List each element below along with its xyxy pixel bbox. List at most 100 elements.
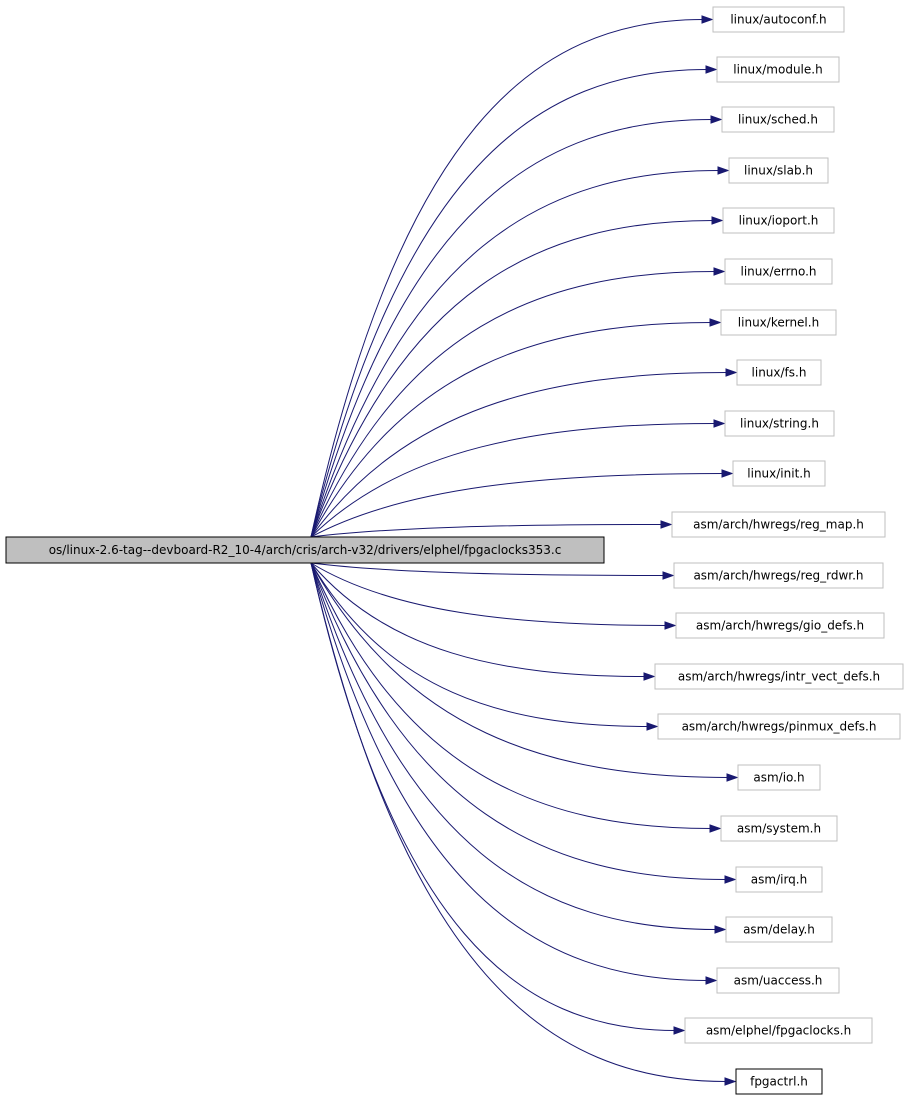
include-edge — [310, 562, 727, 1082]
include-edge — [310, 170, 720, 538]
include-edge — [310, 562, 708, 981]
include-node[interactable]: asm/delay.h — [725, 916, 833, 943]
include-edge-group — [310, 216, 724, 538]
include-node[interactable]: asm/arch/hwregs/gio_defs.h — [675, 612, 885, 639]
include-edge-arrowhead — [660, 520, 673, 529]
include-edge-arrowhead — [705, 65, 718, 74]
include-edge-group — [310, 368, 738, 538]
root-file-node[interactable]: os/linux-2.6-tag--devboard-R2_10-4/arch/… — [5, 536, 605, 564]
include-node[interactable]: asm/irq.h — [735, 866, 823, 893]
include-edge-arrowhead — [646, 722, 659, 731]
include-node-box — [720, 309, 837, 336]
include-node[interactable]: linux/autoconf.h — [712, 6, 845, 33]
include-node[interactable]: asm/system.h — [720, 815, 838, 842]
include-edge-arrowhead — [713, 419, 726, 428]
include-edge-group — [310, 562, 659, 731]
include-edge-arrowhead — [701, 15, 714, 24]
include-edge-arrowhead — [725, 368, 738, 377]
root-file-label: os/linux-2.6-tag--devboard-R2_10-4/arch/… — [49, 543, 562, 557]
include-edge-arrowhead — [724, 875, 737, 884]
include-edge-group — [310, 562, 722, 833]
include-node-label: linux/slab.h — [744, 164, 813, 178]
include-node[interactable]: asm/arch/hwregs/pinmux_defs.h — [657, 713, 901, 740]
include-node-box — [735, 866, 823, 893]
include-node-label: linux/ioport.h — [739, 214, 819, 228]
include-edge — [310, 562, 649, 727]
include-node[interactable]: asm/io.h — [737, 764, 821, 791]
include-edge — [310, 562, 717, 930]
include-node[interactable]: asm/uaccess.h — [716, 967, 840, 994]
nodes-layer: os/linux-2.6-tag--devboard-R2_10-4/arch/… — [5, 6, 904, 1095]
include-edge — [310, 119, 713, 538]
include-edge-group — [310, 562, 737, 1086]
include-node-box — [720, 815, 838, 842]
include-node-box — [654, 663, 904, 690]
include-node-box — [724, 410, 835, 437]
include-node[interactable]: asm/arch/hwregs/intr_vect_defs.h — [654, 663, 904, 690]
include-node-label: linux/fs.h — [752, 366, 807, 380]
include-node-label: linux/errno.h — [740, 265, 816, 279]
include-edge-arrowhead — [717, 166, 730, 175]
include-edge — [310, 562, 667, 626]
include-node[interactable]: linux/string.h — [724, 410, 835, 437]
include-node[interactable]: asm/arch/hwregs/reg_rdwr.h — [673, 562, 884, 589]
include-edge-arrowhead — [713, 267, 726, 276]
include-edge — [310, 271, 716, 538]
include-node-label: asm/uaccess.h — [734, 974, 823, 988]
include-node[interactable]: linux/ioport.h — [722, 207, 835, 234]
include-edge-group — [310, 562, 739, 782]
include-node-box — [737, 764, 821, 791]
include-node-box — [721, 106, 835, 133]
include-node-box — [712, 6, 845, 33]
include-edge-arrowhead — [709, 824, 722, 833]
include-node[interactable]: linux/sched.h — [721, 106, 835, 133]
include-node[interactable]: fpgactrl.h — [735, 1068, 823, 1095]
include-edge-group — [310, 469, 734, 538]
include-edge — [310, 562, 646, 677]
include-edge-group — [310, 562, 727, 934]
include-edge — [310, 562, 729, 778]
include-edge-arrowhead — [643, 672, 656, 681]
include-edge — [310, 322, 712, 538]
include-node-box — [722, 207, 835, 234]
include-node[interactable]: linux/module.h — [716, 56, 840, 83]
include-edge-arrowhead — [673, 1026, 686, 1035]
include-node[interactable]: linux/init.h — [732, 460, 826, 487]
include-edge-group — [310, 562, 656, 681]
include-node[interactable]: linux/errno.h — [724, 258, 833, 285]
include-edge-arrowhead — [726, 773, 739, 782]
include-node-label: linux/string.h — [740, 417, 819, 431]
include-edge-group — [310, 318, 722, 538]
include-node-label: linux/kernel.h — [738, 316, 819, 330]
include-edge-group — [310, 562, 675, 580]
include-node-box — [716, 56, 840, 83]
include-node-box — [657, 713, 901, 740]
include-edge — [310, 372, 728, 538]
include-node[interactable]: asm/elphel/fpgaclocks.h — [684, 1017, 873, 1044]
include-edge-group — [310, 166, 730, 538]
include-edge-arrowhead — [714, 925, 727, 934]
include-edge-arrowhead — [710, 115, 723, 124]
include-node-label: asm/io.h — [753, 771, 804, 785]
include-node-label: linux/module.h — [733, 63, 822, 77]
include-edge-arrowhead — [721, 469, 734, 478]
include-node-label: asm/elphel/fpgaclocks.h — [706, 1024, 851, 1038]
include-edge-arrowhead — [662, 571, 675, 580]
include-node-box — [728, 157, 829, 184]
include-node-label: asm/arch/hwregs/reg_rdwr.h — [693, 569, 863, 583]
include-node[interactable]: asm/arch/hwregs/reg_map.h — [671, 511, 886, 538]
include-node-label: asm/delay.h — [743, 923, 815, 937]
include-edge — [310, 524, 663, 538]
include-edge — [310, 19, 704, 538]
include-node-box — [724, 258, 833, 285]
include-node-box — [736, 359, 822, 386]
include-node[interactable]: linux/slab.h — [728, 157, 829, 184]
include-node[interactable]: linux/fs.h — [736, 359, 822, 386]
include-node-label: asm/arch/hwregs/intr_vect_defs.h — [678, 670, 880, 684]
include-edge-group — [310, 562, 686, 1035]
include-edge — [310, 69, 708, 538]
include-node[interactable]: linux/kernel.h — [720, 309, 837, 336]
include-node-label: linux/autoconf.h — [730, 13, 826, 27]
include-node-label: linux/init.h — [747, 467, 810, 481]
include-edge-group — [310, 562, 677, 630]
